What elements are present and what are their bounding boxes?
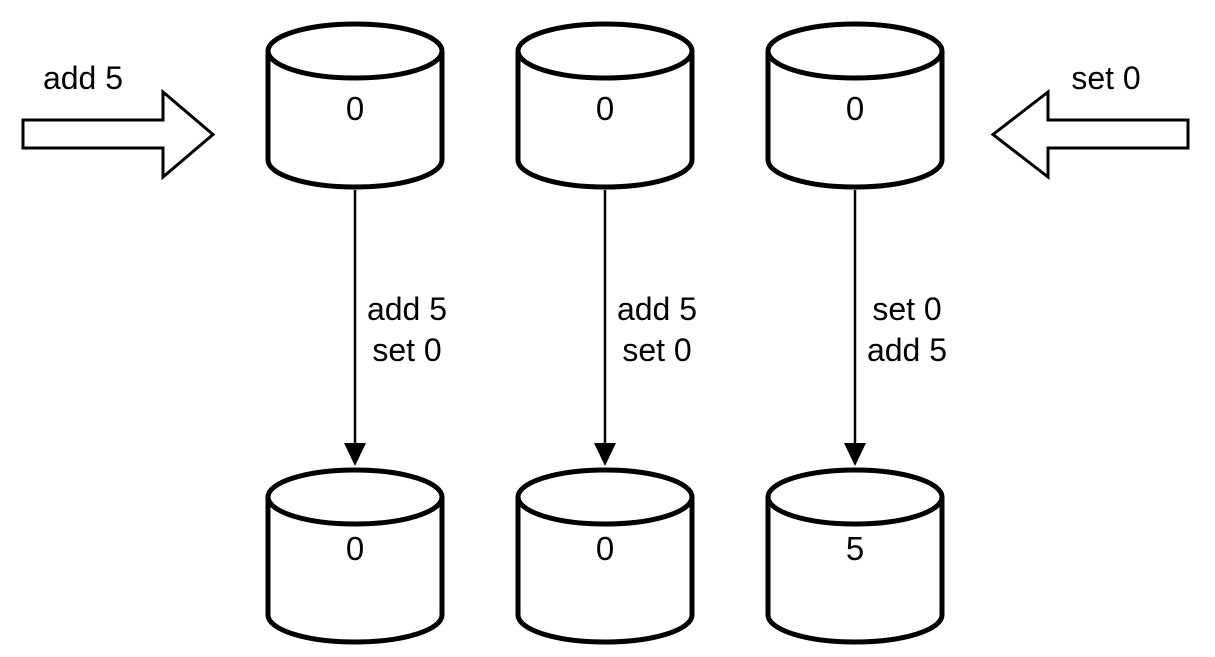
sync-arrow-1: add 5 set 0 [344, 190, 447, 466]
database-cylinder-lid-icon [515, 467, 695, 527]
arrow-head-icon [344, 443, 366, 466]
incoming-right-label: set 0 [1071, 60, 1140, 96]
left-block-arrow-icon [990, 88, 1190, 181]
db-initial-value: 0 [346, 90, 364, 127]
right-block-arrow-icon [21, 88, 216, 181]
database-bottom-2: 0 [515, 467, 695, 645]
operation-label-second: set 0 [622, 332, 691, 368]
operation-label-first: add 5 [617, 291, 697, 327]
db-initial-value: 0 [596, 90, 614, 127]
db-final-value: 0 [596, 530, 614, 567]
replica-column-3: 0 set 0 add 5 5 [765, 21, 947, 645]
db-final-value: 5 [846, 530, 864, 567]
operation-label-first: set 0 [872, 291, 941, 327]
database-cylinder-lid-icon [765, 21, 945, 81]
database-top-1: 0 [265, 21, 445, 190]
incoming-operation-left: add 5 [21, 60, 216, 181]
db-initial-value: 0 [846, 90, 864, 127]
database-cylinder-icon [265, 497, 445, 645]
database-cylinder-lid-icon [265, 21, 445, 81]
incoming-left-label: add 5 [43, 60, 123, 96]
database-top-2: 0 [515, 21, 695, 190]
database-cylinder-lid-icon [765, 467, 945, 527]
incoming-operation-right: set 0 [990, 60, 1190, 181]
replica-column-1: 0 add 5 set 0 0 [265, 21, 447, 645]
database-cylinder-icon [515, 497, 695, 645]
database-cylinder-icon [765, 51, 945, 190]
arrow-head-icon [594, 443, 616, 466]
db-final-value: 0 [346, 530, 364, 567]
sync-arrow-2: add 5 set 0 [594, 190, 697, 466]
arrow-head-icon [844, 443, 866, 466]
operation-label-second: add 5 [867, 332, 947, 368]
operation-label-first: add 5 [367, 291, 447, 327]
database-cylinder-lid-icon [515, 21, 695, 81]
database-bottom-1: 0 [265, 467, 445, 645]
database-cylinder-lid-icon [265, 467, 445, 527]
database-cylinder-icon [765, 497, 945, 645]
database-top-3: 0 [765, 21, 945, 190]
sync-arrow-3: set 0 add 5 [844, 190, 947, 466]
database-cylinder-icon [265, 51, 445, 190]
replica-column-2: 0 add 5 set 0 0 [515, 21, 697, 645]
database-cylinder-icon [515, 51, 695, 190]
operation-label-second: set 0 [372, 332, 441, 368]
database-bottom-3: 5 [765, 467, 945, 645]
